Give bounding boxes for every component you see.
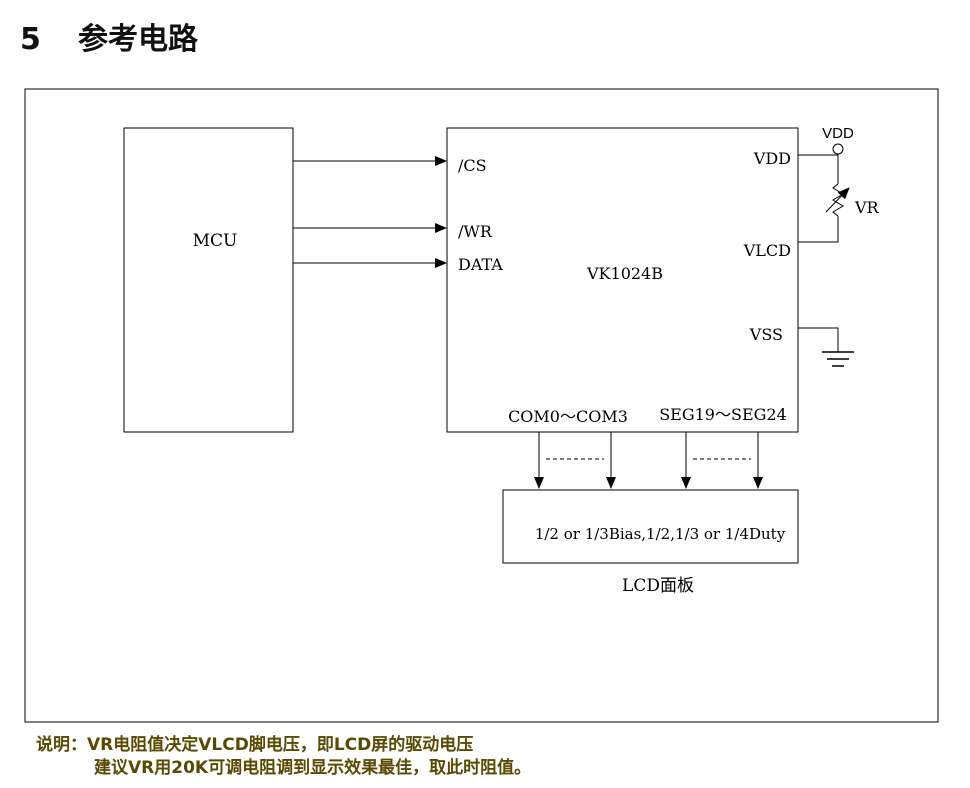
explanation-note: 说明：VR电阻值决定VLCD脚电压，即LCD屏的驱动电压 建议VR用20K可调电… <box>36 734 531 780</box>
mcu-box <box>123 127 294 433</box>
pin-vdd-label: VDD <box>753 149 791 168</box>
section-heading: 5 参考电路 <box>20 14 198 58</box>
resistor-label: VR <box>854 198 880 217</box>
note-line-2: 建议VR用20K可调电阻调到显示效果最佳，取此时阻值。 <box>94 758 532 778</box>
vss-wire <box>798 327 839 352</box>
vlcd-wire <box>798 216 839 243</box>
resistor-adjust-arrow <box>825 187 850 213</box>
pin-vlcd-label: VLCD <box>743 241 791 260</box>
diagram-frame <box>24 88 939 723</box>
lcd-spec-label: 1/2 or 1/3Bias,1/2,1/3 or 1/4Duty <box>535 525 786 543</box>
lcd-panel-box <box>502 489 799 564</box>
section-number: 5 <box>20 22 41 57</box>
supply-vdd-label: VDD <box>822 125 854 142</box>
com-range-label: COM0～COM3 <box>508 407 628 426</box>
pin-data-label: DATA <box>458 255 503 274</box>
chip-name: VK1024B <box>586 264 663 283</box>
vdd-supply-terminal <box>832 143 844 155</box>
pin-cs-label: /CS <box>458 156 487 175</box>
chip-box <box>446 127 799 433</box>
mcu-label: MCU <box>193 231 238 251</box>
note-line-1: 说明：VR电阻值决定VLCD脚电压，即LCD屏的驱动电压 <box>36 735 474 755</box>
variable-resistor <box>832 183 844 217</box>
pin-wr-label: /WR <box>458 222 493 241</box>
pin-vss-label: VSS <box>749 325 783 344</box>
lcd-panel-caption: LCD面板 <box>622 576 694 596</box>
section-title: 参考电路 <box>78 22 198 57</box>
seg-range-label: SEG19～SEG24 <box>659 405 787 424</box>
